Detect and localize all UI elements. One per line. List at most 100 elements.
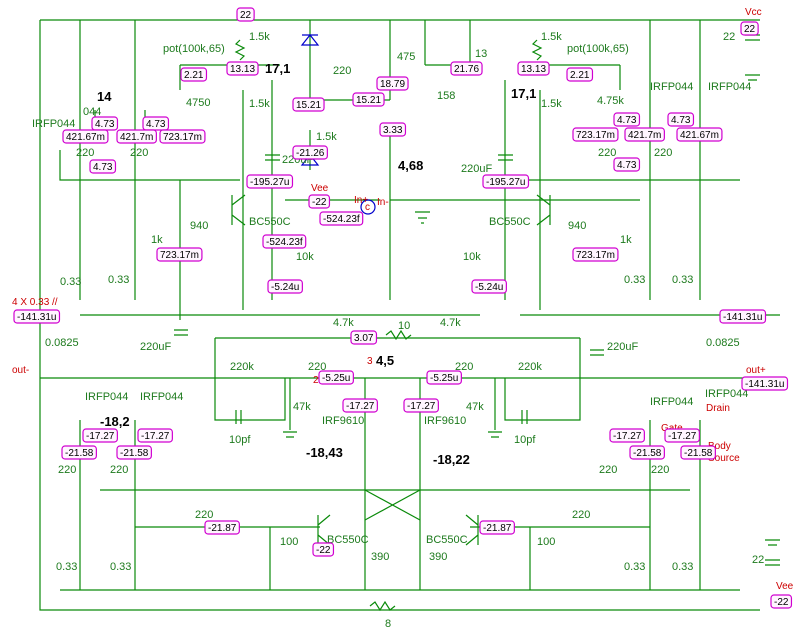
resistor-475: 475: [397, 51, 415, 63]
resistor-220-r1: 220: [598, 147, 616, 159]
resistor-4-75k: 4.75k: [597, 95, 624, 107]
voltage-tag: 723.17m: [159, 129, 206, 144]
voltage-tag: 15.21: [352, 92, 385, 107]
voltage-tag: -195.27u: [482, 174, 530, 189]
resistor-940-right: 940: [568, 220, 586, 232]
svg-text:13.13: 13.13: [230, 64, 255, 75]
voltage-tag: -21.58: [629, 445, 665, 460]
svg-text:22: 22: [744, 24, 756, 35]
source-mark: c: [365, 202, 370, 213]
svg-text:4.73: 4.73: [617, 160, 637, 171]
resistor-1k-right: 1k: [620, 234, 632, 246]
resistor-10: 10: [398, 320, 410, 332]
svg-text:3.07: 3.07: [354, 333, 374, 344]
node-2-label: 2: [313, 375, 319, 386]
mosfet-label-right-1: IRFP044: [650, 81, 693, 93]
mosfet-label-left: IRFP044: [32, 118, 75, 130]
transistor-label-right: BC550C: [489, 216, 531, 228]
resistor-220-bottom-left: 220: [195, 509, 213, 521]
capacitor-220uf-mid-left: 220uF: [140, 341, 171, 353]
svg-text:-21.87: -21.87: [483, 523, 512, 534]
mosfet-label-bottom-right-2: IRFP044: [705, 388, 748, 400]
mosfet-label-bottom-left-2: IRFP044: [140, 391, 183, 403]
svg-text:723.17m: 723.17m: [576, 130, 615, 141]
svg-text:421.7m: 421.7m: [120, 132, 153, 143]
svg-text:4.73: 4.73: [146, 119, 166, 130]
svg-text:22: 22: [240, 10, 252, 21]
resistor-13: 13: [475, 48, 487, 60]
resistor-8: 8: [385, 618, 391, 630]
svg-text:18.79: 18.79: [380, 79, 405, 90]
voltage-tag: 421.67m: [62, 129, 109, 144]
voltage-tag: 13.13: [226, 61, 259, 76]
voltage-tag: 18.79: [376, 76, 409, 91]
transistor-label-left: BC550C: [249, 216, 291, 228]
resistor-220-br1: 220: [599, 464, 617, 476]
voltage-tag: -5.25u: [318, 370, 354, 385]
resistor-1k5-d: 1.5k: [541, 98, 562, 110]
svg-text:-22: -22: [316, 545, 331, 556]
resistor-220-bl1: 220: [58, 464, 76, 476]
svg-text:-524.23f: -524.23f: [323, 214, 360, 225]
resistor-220-br2: 220: [651, 464, 669, 476]
voltage-tag: 421.67m: [676, 127, 723, 142]
voltage-tag: -141.31u: [719, 309, 767, 324]
mosfet-label-left-2: 044: [83, 106, 101, 118]
input-plus-label: In+: [354, 195, 368, 206]
annotation-minus-18-43: -18,43: [306, 445, 343, 460]
resistor-033-g: 0.33: [624, 561, 645, 573]
resistor-4-7k-b: 4.7k: [440, 317, 461, 329]
voltage-tag: -21.26: [292, 145, 328, 160]
svg-text:2.21: 2.21: [184, 70, 204, 81]
resistor-220-l1: 220: [76, 147, 94, 159]
svg-text:-21.58: -21.58: [633, 448, 662, 459]
resistor-0825-right: 0.0825: [706, 337, 740, 349]
annotation-4-5: 4,5: [376, 353, 394, 368]
pmos-label-left: IRF9610: [322, 415, 364, 427]
out-plus-label: out+: [746, 365, 766, 376]
parallel-note: 4 X 0.33 //: [12, 297, 58, 308]
svg-text:-21.87: -21.87: [208, 523, 237, 534]
svg-text:-141.31u: -141.31u: [745, 379, 784, 390]
voltage-tag: -5.24u: [267, 279, 303, 294]
vee-label-top: Vee: [311, 183, 329, 194]
voltage-tag: 3.07: [350, 330, 378, 345]
svg-text:4.73: 4.73: [93, 162, 113, 173]
resistor-1k5-b: 1.5k: [249, 98, 270, 110]
annotation-minus-18-2: -18,2: [100, 414, 130, 429]
voltage-tag: 421.7m: [116, 129, 157, 144]
mosfet-label-bottom-left-1: IRFP044: [85, 391, 128, 403]
vcc-label: Vcc: [745, 7, 762, 18]
voltage-tag: 421.7m: [624, 127, 665, 142]
svg-text:723.17m: 723.17m: [160, 250, 199, 261]
voltage-tag: 21.76: [450, 61, 483, 76]
svg-text:-5.25u: -5.25u: [430, 373, 458, 384]
voltage-tag: -524.23f: [262, 234, 307, 249]
annotation-17-1-left: 17,1: [265, 61, 290, 76]
voltage-tag: 4.73: [667, 112, 695, 127]
svg-text:2.21: 2.21: [570, 70, 590, 81]
resistor-47k-left: 47k: [293, 401, 311, 413]
resistor-10k-right: 10k: [463, 251, 481, 263]
annotation-minus-18-22: -18,22: [433, 452, 470, 467]
voltage-tag: 22: [740, 21, 759, 36]
resistor-220-top: 220: [333, 65, 351, 77]
input-minus-label: In-: [377, 197, 389, 208]
resistor-100-right: 100: [537, 536, 555, 548]
voltage-tag: 4.73: [613, 112, 641, 127]
resistor-940-left: 940: [190, 220, 208, 232]
resistor-390-left: 390: [371, 551, 389, 563]
voltage-tag: -17.27: [342, 398, 378, 413]
annotation-4-68: 4,68: [398, 158, 423, 173]
voltage-tag: 4.73: [91, 116, 119, 131]
svg-text:723.17m: 723.17m: [163, 132, 202, 143]
voltage-tag: -5.25u: [426, 370, 462, 385]
voltage-tag: -22: [770, 594, 793, 609]
svg-text:-524.23f: -524.23f: [266, 237, 303, 248]
svg-text:-17.27: -17.27: [668, 431, 697, 442]
svg-text:-195.27u: -195.27u: [250, 177, 289, 188]
resistor-033-b: 0.33: [108, 274, 129, 286]
voltage-tag: 4.73: [613, 157, 641, 172]
voltage-tag: 22: [236, 7, 255, 22]
